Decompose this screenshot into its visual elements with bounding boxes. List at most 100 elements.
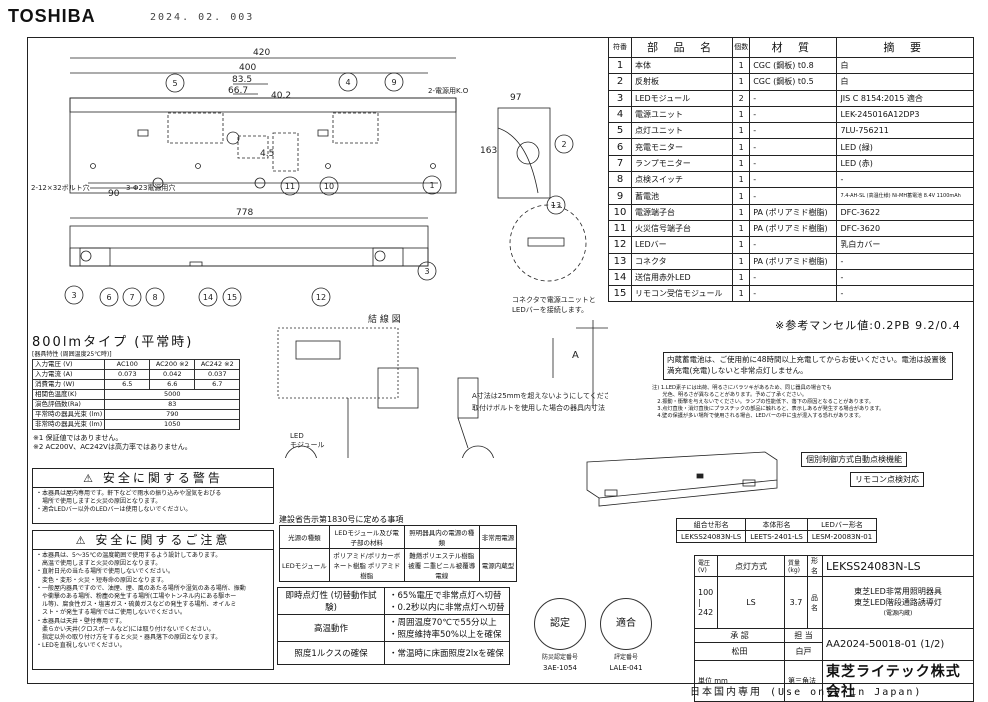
text-line: ・適合LEDバー以外のLEDバーは使用しないでください。 bbox=[36, 506, 192, 514]
spec-value: 6.6 bbox=[149, 379, 196, 390]
parts-cell-remark: - bbox=[836, 268, 974, 287]
svg-text:163: 163 bbox=[480, 146, 497, 156]
seal-text: 適合 bbox=[616, 618, 636, 629]
svg-text:40.2: 40.2 bbox=[271, 91, 291, 101]
title-block: 電圧(V) 点灯方式 質量(kg) 形名 LEKSS24083N-LS 100 … bbox=[694, 555, 974, 702]
text-line: 場所で使用しますと火災の原因となります。 bbox=[36, 498, 162, 506]
spec-value: AC100 bbox=[104, 359, 151, 370]
spec-label: 入力電流 (A) bbox=[31, 369, 106, 380]
method-label: 点灯方式 bbox=[717, 555, 785, 577]
conformity-seal-icon: 適合 bbox=[600, 598, 652, 650]
text-line: 柔らかい天井(クロスボールなど)には取り付けないでください。 bbox=[36, 625, 215, 633]
parts-cell-no: 3 bbox=[608, 89, 632, 107]
text-line: ・一般屋内器具ですので、油煙、煙、風のあたる場所や湿気のある場所、振動 bbox=[36, 584, 246, 592]
seal-text: 認定 bbox=[550, 618, 570, 629]
parts-cell-qty: 1 bbox=[732, 171, 751, 189]
parts-cell-name: 送信用赤外LED bbox=[630, 268, 734, 287]
parts-cell-material: - bbox=[749, 89, 838, 107]
feed-hole-label: 3-Φ23電源用穴 bbox=[126, 183, 175, 192]
parts-cell-remark: LEK-245016A12DP3 bbox=[836, 105, 974, 124]
parts-cell-qty: 1 bbox=[732, 203, 751, 221]
seal-label: 防災認定番号 bbox=[541, 654, 578, 661]
svg-text:8: 8 bbox=[152, 293, 157, 302]
spec-row: 演色評価数(Ra)83 bbox=[31, 399, 241, 410]
text-line: 指定以外の取り付け方をすると火災・器具落下の原因となります。 bbox=[36, 634, 222, 642]
perf-label: 即時点灯性 (切替動作試験) bbox=[277, 587, 385, 615]
spec-value: 0.037 bbox=[194, 369, 241, 380]
svg-text:12: 12 bbox=[316, 293, 326, 302]
svg-text:420: 420 bbox=[253, 48, 270, 58]
law-title: 建設省告示第1830号に定める事項 bbox=[279, 515, 404, 524]
parts-cell-remark: 白 bbox=[836, 56, 974, 75]
parts-cell-name: リモコン受信モジュール bbox=[630, 285, 734, 303]
text-line: ・本器具は天井・壁付専用です。 bbox=[36, 617, 126, 625]
parts-cell-remark: - bbox=[836, 252, 974, 270]
parts-cell-no: 6 bbox=[608, 138, 632, 156]
perf-item: ・周囲温度70℃で55分以上 bbox=[389, 618, 497, 628]
parts-cell-name: 反射板 bbox=[630, 73, 734, 91]
parts-cell-qty: 1 bbox=[732, 154, 751, 173]
law-cell: 電源内蔵型 bbox=[478, 548, 518, 582]
law-header: 光源の種類 bbox=[279, 525, 330, 549]
perf-item: ・0.2秒以内に非常点灯へ切替 bbox=[389, 603, 505, 613]
parts-cell-no: 13 bbox=[608, 252, 632, 270]
svg-text:7: 7 bbox=[129, 293, 134, 302]
spec-label: 演色評価数(Ra) bbox=[31, 399, 106, 410]
law-cell: LEDモジュール bbox=[279, 548, 330, 582]
svg-text:10: 10 bbox=[324, 182, 334, 191]
text-line: ル等)、腐食性ガス・塩害ガス・硫黄ガスなどの発生する場所、オイルミ bbox=[36, 601, 237, 609]
text-line: 4.壁の保護が多い場所で使用される場合、LEDバーの中に虫が混入する恐れがありま… bbox=[652, 413, 864, 419]
combo-cell: LEKSS24083N-LS bbox=[675, 530, 747, 543]
svg-text:5: 5 bbox=[172, 79, 177, 88]
spec-row: 非常時の器具光束 (lm)1050 bbox=[31, 419, 241, 430]
parts-cell-name: LEDバー bbox=[630, 236, 734, 254]
product-name: 東芝LED非常用照明器具 bbox=[854, 587, 942, 596]
spec-value: 83 bbox=[104, 399, 241, 410]
parts-cell-material: CGC (鋼板) t0.8 bbox=[749, 56, 838, 75]
combo-table: 組合せ形名 本体形名 LEDバー形名 LEKSS24083N-LS LEETS-… bbox=[675, 518, 878, 543]
spec-value: 790 bbox=[104, 409, 241, 420]
parts-cell-qty: 1 bbox=[732, 187, 751, 205]
parts-cell-no: 2 bbox=[608, 73, 632, 91]
battery-note: 内蔵蓄電池は、ご使用前に48時間以上充電してからお使いください。電池は設置後満充… bbox=[663, 352, 953, 380]
parts-cell-qty: 1 bbox=[732, 285, 751, 303]
parts-cell-material: - bbox=[749, 236, 838, 254]
perf-label: 照度1ルクスの確保 bbox=[277, 641, 385, 665]
spec-value: AC242 ※2 bbox=[194, 359, 241, 370]
charge-label: 担 当 bbox=[784, 628, 823, 643]
text-line: ・直射日光の当たる場所で使用しないでください。 bbox=[36, 568, 174, 576]
parts-cell-qty: 1 bbox=[732, 56, 751, 75]
parts-cell-qty: 1 bbox=[732, 105, 751, 124]
spec-row: 平常時の器具光束 (lm)790 bbox=[31, 409, 241, 420]
parts-cell-qty: 1 bbox=[732, 219, 751, 238]
spec-subtitle: [器具特性 (周囲温度25℃時)] bbox=[32, 351, 112, 358]
parts-header-no: 符番 bbox=[608, 37, 632, 58]
spec-notes: ※1 保証値ではありません。 ※2 AC200V、AC242Vは高力率ではありま… bbox=[33, 434, 192, 452]
spec-row: 相関色温度(K)5000 bbox=[31, 389, 241, 400]
svg-text:4: 4 bbox=[345, 78, 350, 87]
spec-label: 相関色温度(K) bbox=[31, 389, 106, 400]
text-line: 注) 1.LED素子には出荷、明るさにバラツキがあるため、同じ器具の場合でも bbox=[652, 385, 832, 391]
svg-text:3: 3 bbox=[71, 291, 76, 300]
parts-cell-qty: 1 bbox=[732, 252, 751, 270]
parts-cell-no: 15 bbox=[608, 285, 632, 303]
spec-title: 800lmタイプ (平常時) bbox=[32, 335, 194, 350]
small-cautions: 注) 1.LED素子には出荷、明るさにバラツキがあるため、同じ器具の場合でも 光… bbox=[652, 385, 942, 420]
warning-triangle-icon: ⚠ bbox=[83, 472, 97, 485]
combo-cell: LEETS-2401-LS bbox=[745, 530, 808, 543]
model-label: 形名 bbox=[807, 555, 823, 577]
svg-text:778: 778 bbox=[236, 208, 253, 218]
svg-text:2: 2 bbox=[561, 140, 566, 149]
parts-cell-remark: LED (緑) bbox=[836, 138, 974, 156]
parts-cell-no: 4 bbox=[608, 105, 632, 124]
text-line: ・本器具は、5〜35℃の温度範囲で使用するよう設計してあります。 bbox=[36, 552, 222, 559]
svg-text:LEDバーを接続します。: LEDバーを接続します。 bbox=[512, 305, 588, 314]
spec-value: 6.5 bbox=[104, 379, 151, 390]
parts-cell-name: 充電モニター bbox=[630, 138, 734, 156]
unit-label: 単位 mm bbox=[694, 660, 785, 702]
seal-code: 3AE-1054 bbox=[542, 664, 577, 672]
